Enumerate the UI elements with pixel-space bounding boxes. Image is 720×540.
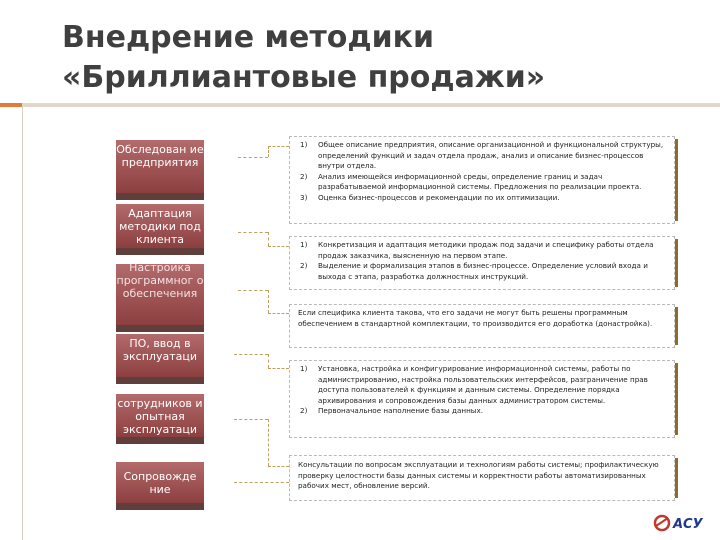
title-underline-accent <box>0 103 22 107</box>
left-margin-rule <box>22 107 23 540</box>
connector-6 <box>234 482 289 483</box>
connector-3-v <box>268 290 269 313</box>
item-number: 2) <box>300 171 308 181</box>
asu-logo: АСУ <box>652 508 714 534</box>
item-number: 1) <box>300 140 308 149</box>
item-text: Общее описание предприятия, описание орг… <box>318 140 664 171</box>
connector-3-h1 <box>238 290 268 291</box>
info-box-2-list: 1) Конкретизация и адаптация методики про… <box>290 240 674 282</box>
connector-2-h2 <box>268 246 289 247</box>
info-box-2-item-1: 1) Конкретизация и адаптация методики про… <box>290 240 674 261</box>
step-5: сотрудников и опытная эксплуатаци <box>116 394 204 444</box>
item-number: 2) <box>300 261 308 271</box>
item-text: Первоначальное наполнение базы данных. <box>318 406 484 416</box>
connector-5-v <box>268 419 269 466</box>
connector-2-h1 <box>238 232 268 233</box>
connector-4-v <box>268 354 269 368</box>
info-box-1-item-1: 1) Общее описание предприятия, описание о… <box>290 140 674 172</box>
item-text: Оценка бизнес-процессов и рекомендации п… <box>318 192 560 202</box>
connector-1-h1 <box>238 157 268 158</box>
title-underline <box>0 103 720 107</box>
info-box-2-item-2: 2) Выделение и формализация этапов в бизн… <box>290 261 674 282</box>
item-number: 1) <box>300 240 308 249</box>
item-text: Конкретизация и адаптация методики прода… <box>318 240 654 260</box>
info-box-2: 1) Конкретизация и адаптация методики про… <box>289 236 678 290</box>
item-number: 1) <box>300 364 308 373</box>
info-box-1-list: 1) Общее описание предприятия, описание о… <box>290 140 674 204</box>
connector-3-h2 <box>268 313 289 314</box>
connector-2-v <box>268 232 269 246</box>
slide-title-line-1: Внедрение методики <box>62 20 435 55</box>
info-box-5: Консультации по вопросам эксплуатации и … <box>289 455 678 501</box>
info-box-4-list: 1) Установка, настройка и конфигурировани… <box>290 364 674 417</box>
step-4: ПО, ввод в эксплуатаци <box>116 334 204 384</box>
info-box-4-item-1: 1) Установка, настройка и конфигурировани… <box>290 364 674 406</box>
step-2: Адаптация методики под клиента <box>116 204 204 255</box>
connector-5-h1 <box>234 419 268 420</box>
item-number: 3) <box>300 192 308 202</box>
connector-5-h2 <box>268 466 289 467</box>
item-text: Анализ имеющейся информационной среды, о… <box>318 171 642 192</box>
logo-text: АСУ <box>672 517 704 532</box>
step-3-label: Настройка программног о обеспечения <box>116 264 204 300</box>
info-box-1-item-3: 3) Оценка бизнес-процессов и рекомендации… <box>290 193 674 204</box>
step-6: Сопровожде ние <box>116 462 204 510</box>
item-text: Установка, настройка и конфигурирование … <box>318 364 648 405</box>
info-box-5-text: Консультации по вопросам эксплуатации и … <box>298 460 659 491</box>
connector-1-h2 <box>268 146 289 147</box>
info-box-1: 1) Общее описание предприятия, описание о… <box>289 136 678 224</box>
info-box-1-item-2: 2) Анализ имеющейся информационной среды,… <box>290 172 674 193</box>
connector-4-h1 <box>234 354 268 355</box>
step-3: Настройка программног о обеспечения <box>116 264 204 332</box>
slide-title-line-2: «Бриллиантовые продажи» <box>62 60 546 95</box>
step-1: Обследован ие предприятия <box>116 140 204 200</box>
info-box-3-text: Если специфика клиента такова, что его з… <box>298 308 653 328</box>
item-number: 2) <box>300 406 308 416</box>
connector-4-h2 <box>268 368 289 369</box>
title-block: Внедрение методики «Бриллиантовые продаж… <box>62 18 702 98</box>
info-box-3: Если специфика клиента такова, что его з… <box>289 304 678 348</box>
connector-1-v <box>268 146 269 157</box>
asu-logo-icon: АСУ <box>653 514 704 532</box>
item-text: Выделение и формализация этапов в бизнес… <box>318 261 648 281</box>
info-box-4: 1) Установка, настройка и конфигурировани… <box>289 360 678 438</box>
info-box-4-item-2: 2) Первоначальное наполнение базы данных. <box>290 406 674 417</box>
